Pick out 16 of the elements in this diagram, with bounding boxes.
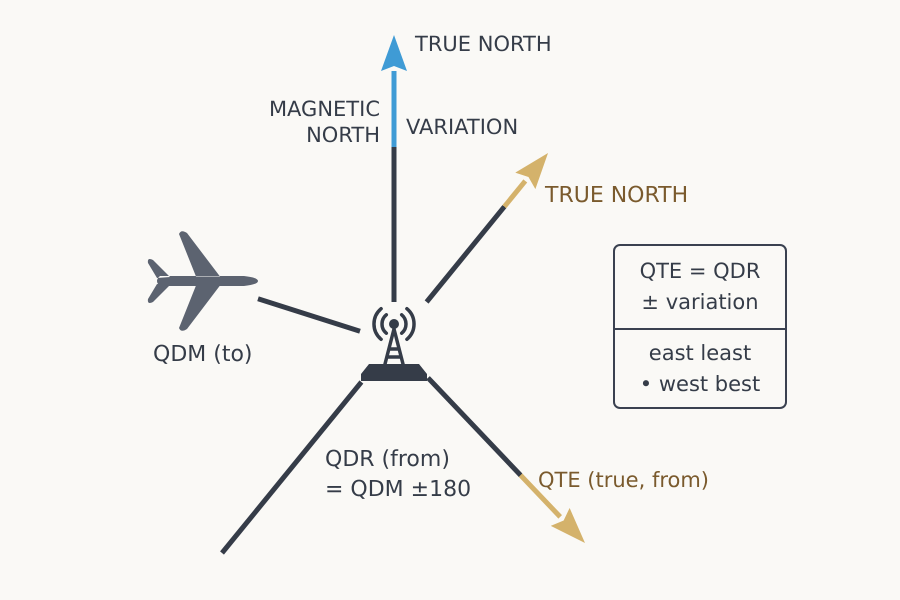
formula-text: QTE = QDR ± variation [638, 258, 762, 316]
arrow [424, 153, 548, 304]
airplane-icon [146, 230, 258, 332]
mnemonic-text: east least • west best [615, 328, 785, 408]
variation-label: VARIATION [406, 114, 518, 140]
arrow [426, 376, 585, 543]
bearing-label: QDR (from) = QDM ±180 [325, 446, 472, 504]
formula-panel [613, 244, 787, 409]
direction-label: MAGNETIC NORTH [268, 96, 380, 148]
direction-label: TRUE NORTH [545, 183, 688, 209]
bearing-label: QTE (true, from) [538, 467, 710, 493]
arrow [381, 35, 407, 302]
bearing-label: QDM (to) [153, 342, 252, 368]
bearing-line [257, 296, 361, 334]
direction-label: TRUE NORTH [415, 31, 552, 57]
bearing-line [220, 380, 364, 555]
